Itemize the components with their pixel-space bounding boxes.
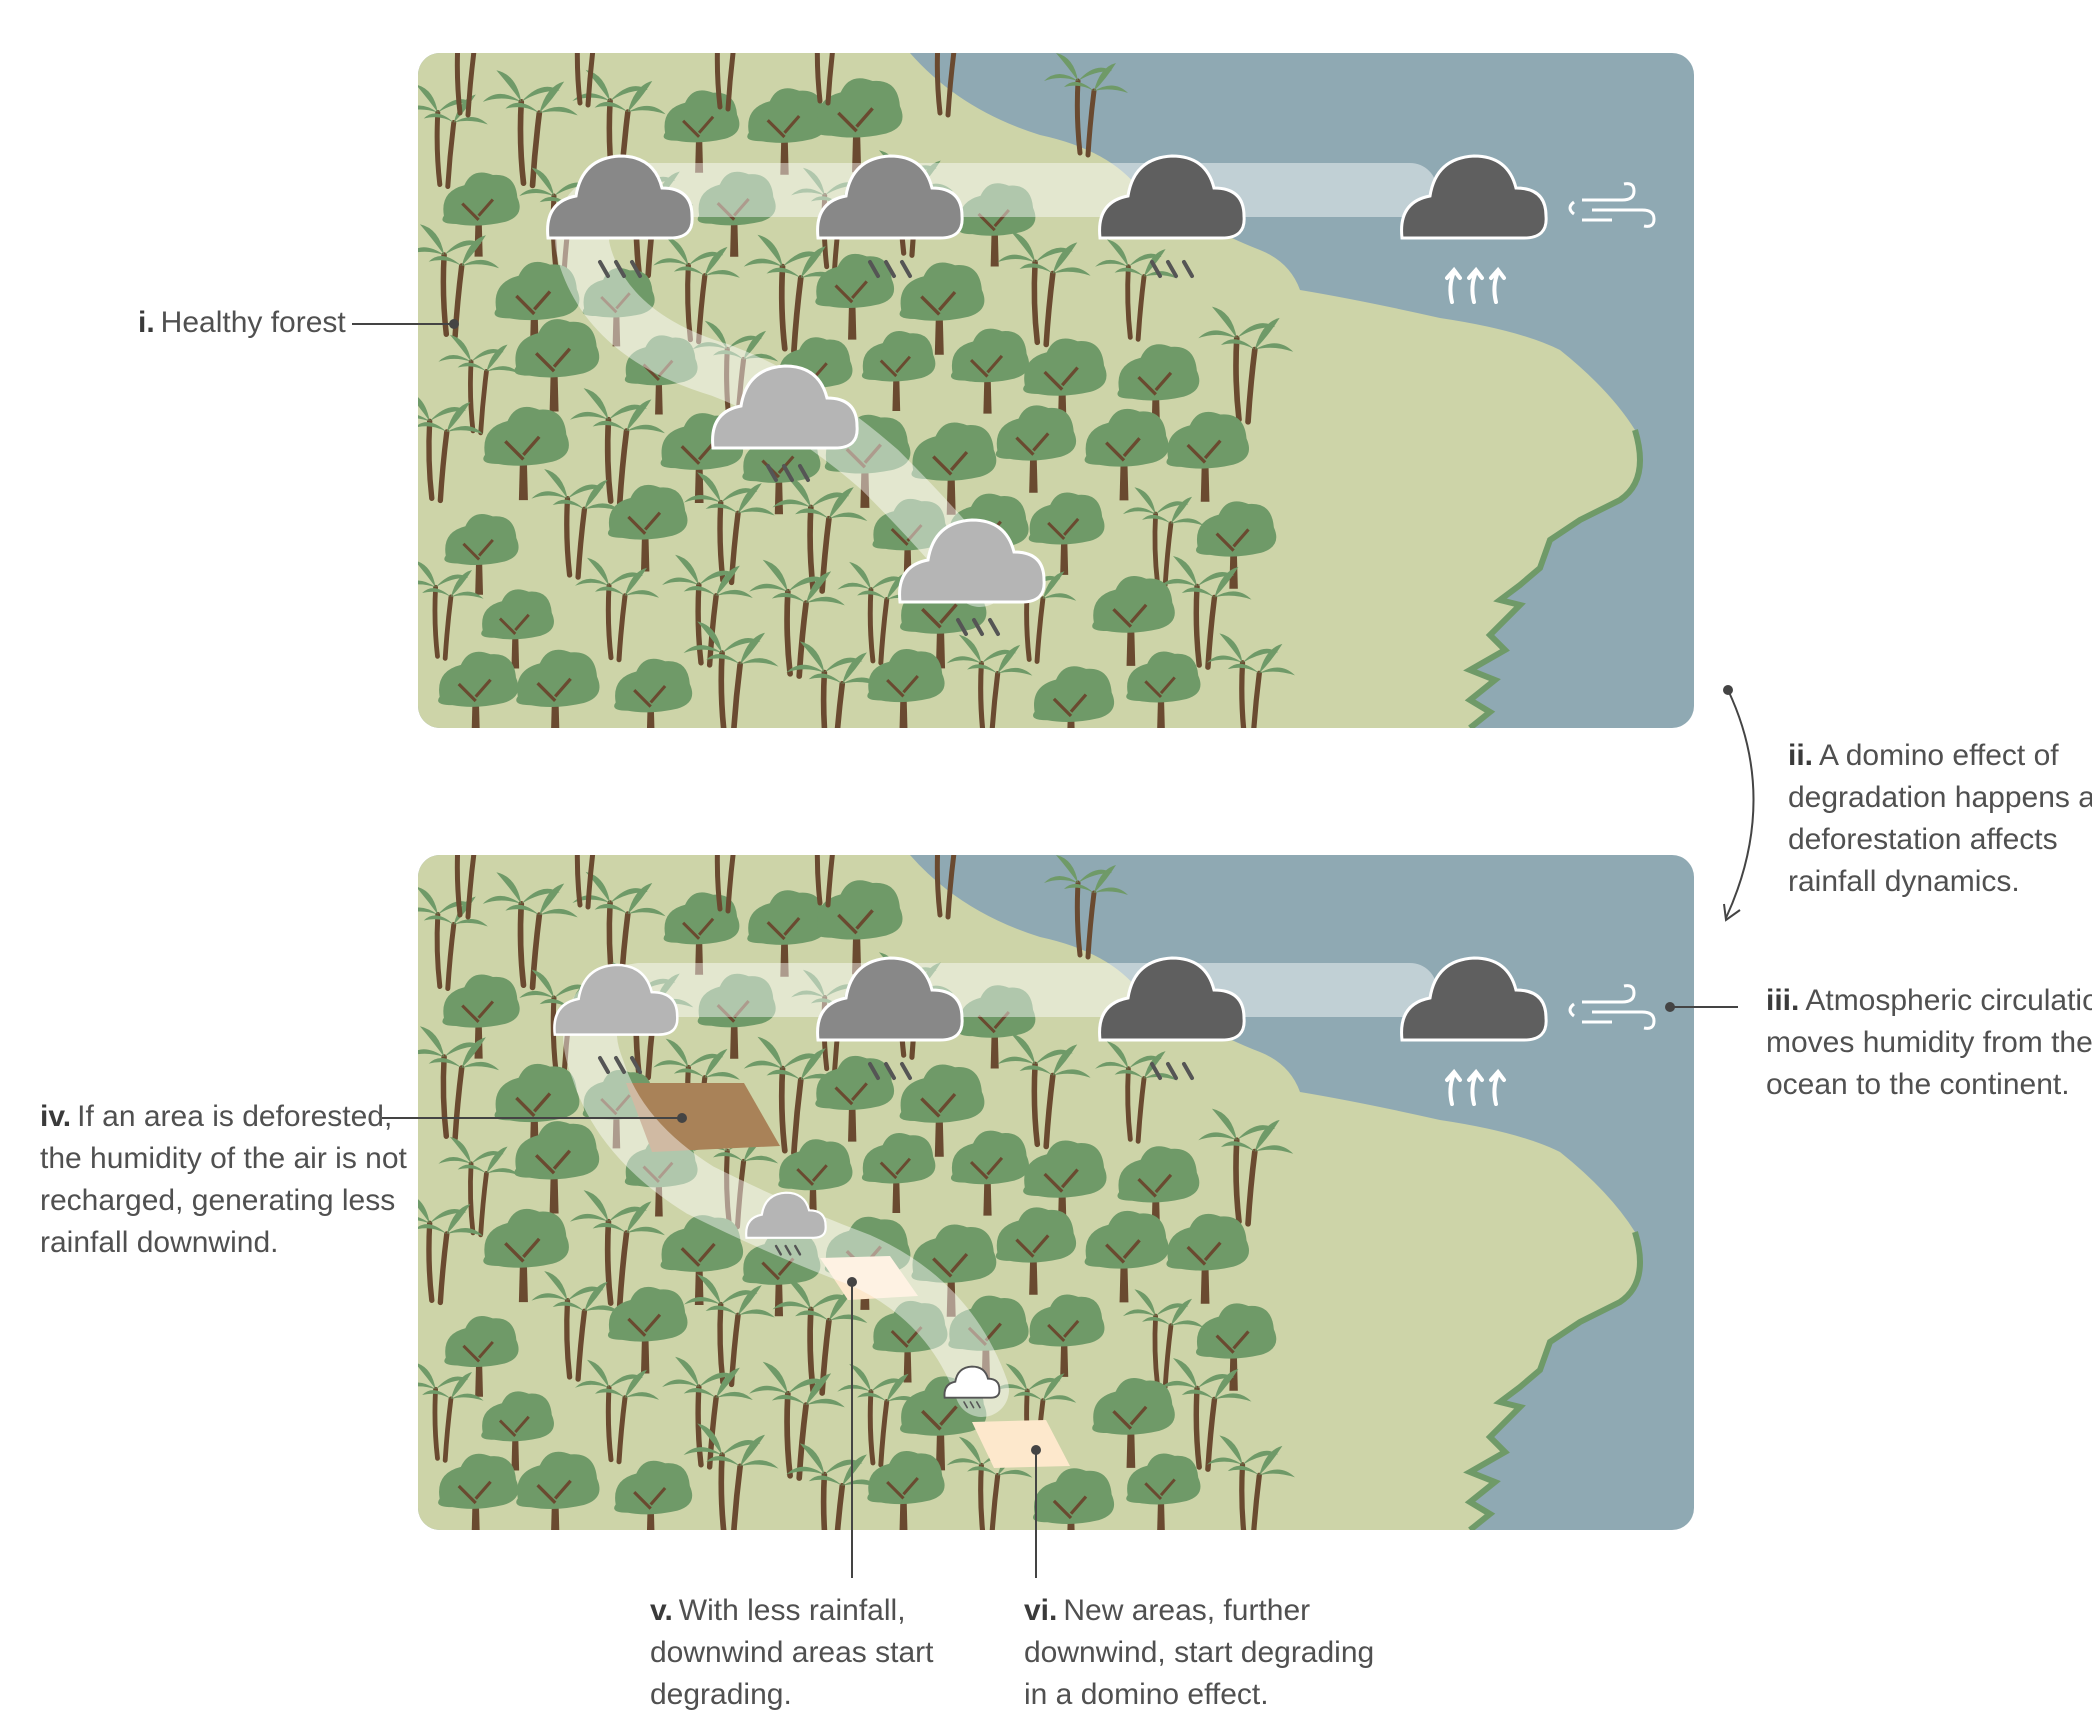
annotation-text: rainfall downwind.: [40, 1226, 279, 1259]
annotation-line: iii.Atmospheric circulation: [1766, 980, 2092, 1022]
annotation-new-areas: vi.New areas, further downwind, start de…: [1024, 1590, 1374, 1716]
annotation-text: ocean to the continent.: [1766, 1068, 2070, 1101]
annotation-text: New areas, further: [1063, 1594, 1311, 1627]
annotation-text: Atmospheric circulation: [1805, 984, 2092, 1017]
annotation-domino-effect: ii.A domino effect of degradation happen…: [1788, 735, 2092, 903]
coast-edge: [1463, 1231, 1643, 1530]
annotation-line: ii.A domino effect of: [1788, 735, 2092, 777]
annotation-text: If an area is deforested,: [77, 1100, 393, 1133]
annotation-text: degrading.: [650, 1678, 792, 1711]
annotation-line: v.With less rainfall,: [650, 1590, 933, 1632]
annotation-number: v.: [650, 1594, 673, 1627]
annotation-healthy-forest: i.Healthy forest: [138, 302, 346, 344]
annotation-less-rainfall: v.With less rainfall, downwind areas sta…: [650, 1590, 933, 1716]
coast-edge: [1463, 429, 1643, 728]
annotation-number: iv.: [40, 1100, 72, 1133]
annotation-text: rainfall dynamics.: [1788, 865, 2020, 898]
annotation-text: deforestation affects: [1788, 823, 2058, 856]
annotation-deforested-area: iv.If an area is deforested, the humidit…: [40, 1096, 407, 1264]
annotation-text: With less rainfall,: [678, 1594, 906, 1627]
annotation-text: Healthy forest: [160, 306, 346, 339]
annotation-number: iii.: [1766, 984, 1800, 1017]
annotation-line: vi.New areas, further: [1024, 1590, 1374, 1632]
annotation-text: recharged, generating less: [40, 1184, 396, 1217]
annotation-text: A domino effect of: [1819, 739, 2059, 772]
annotation-number: i.: [138, 306, 155, 339]
degrading-area-1: [820, 1256, 918, 1300]
leader-lines: [352, 319, 1755, 1578]
annotation-text: the humidity of the air is not: [40, 1142, 407, 1175]
annotation-line: i.Healthy forest: [138, 302, 346, 344]
annotation-text: moves humidity from the: [1766, 1026, 2092, 1059]
annotation-atmospheric-circulation: iii.Atmospheric circulation moves humidi…: [1766, 980, 2092, 1106]
deforested-area: [626, 1083, 780, 1152]
annotation-text: downwind areas start: [650, 1636, 934, 1669]
healthy-forest-panel: [418, 53, 1694, 728]
deforested-panel: [418, 855, 1694, 1530]
annotation-text: in a domino effect.: [1024, 1678, 1269, 1711]
annotation-text: degradation happens as: [1788, 781, 2092, 814]
degrading-area-2: [972, 1420, 1070, 1468]
annotation-text: downwind, start degrading: [1024, 1636, 1375, 1669]
annotation-number: ii.: [1788, 739, 1814, 772]
annotation-line: iv.If an area is deforested,: [40, 1096, 407, 1138]
annotation-number: vi.: [1024, 1594, 1058, 1627]
